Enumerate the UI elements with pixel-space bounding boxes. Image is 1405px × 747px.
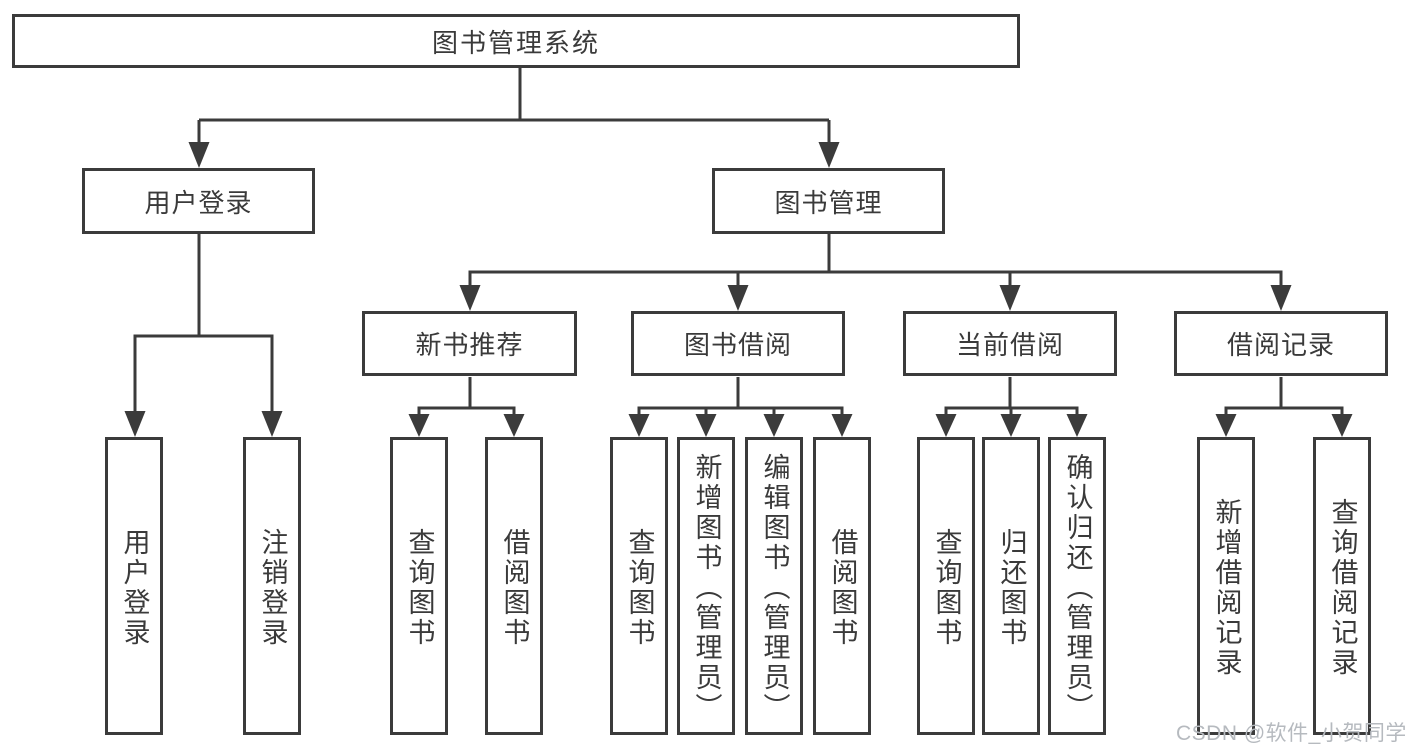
leaf-query-books-current: 查询图书 [917,437,975,735]
node-library-management-system: 图书管理系统 [12,14,1020,68]
leaf-borrow-books-borrowing-label: 借阅图书 [827,527,858,648]
leaf-query-borrow-record-label: 查询借阅记录 [1327,497,1358,678]
arrowhead-icon [818,142,840,168]
node-book-management: 图书管理 [712,168,945,234]
leaf-query-borrow-record: 查询借阅记录 [1313,437,1371,735]
leaf-add-book-admin-label: 新增图书（管理员） [691,452,722,723]
leaf-user-login: 用户登录 [105,437,163,735]
leaf-query-books-recommend-label: 查询图书 [404,527,435,648]
leaf-confirm-return-admin-label: 确认归还（管理员） [1062,452,1093,723]
arrowhead-icon [459,285,481,311]
arrowhead-icon [1270,285,1292,311]
leaf-borrow-books-recommend: 借阅图书 [485,437,543,735]
leaf-query-books-current-label: 查询图书 [931,527,962,648]
leaf-borrow-books-borrowing: 借阅图书 [813,437,871,735]
arrowhead-icon [261,411,283,437]
arrowhead-icon [503,414,525,437]
arrowhead-icon [1000,414,1022,437]
leaf-borrow-books-recommend-label: 借阅图书 [499,527,530,648]
leaf-query-books-borrowing-label: 查询图书 [624,527,655,648]
arrowhead-icon [124,411,146,437]
node-book-borrowing: 图书借阅 [631,311,845,376]
leaf-add-borrow-record: 新增借阅记录 [1197,437,1255,735]
arrowhead-icon [763,414,785,437]
arrowhead-icon [628,414,650,437]
leaf-query-books-borrowing: 查询图书 [610,437,668,735]
leaf-edit-book-admin-label: 编辑图书（管理员） [759,452,790,723]
leaf-logout: 注销登录 [243,437,301,735]
arrowhead-icon [831,414,853,437]
node-new-book-recommendation: 新书推荐 [362,311,577,376]
leaf-query-books-recommend: 查询图书 [390,437,448,735]
arrowhead-icon [727,285,749,311]
arrowhead-icon [1331,414,1353,437]
arrowhead-icon [935,414,957,437]
leaf-return-book-label: 归还图书 [996,527,1027,648]
arrowhead-icon [1215,414,1237,437]
leaf-user-login-label: 用户登录 [119,527,150,648]
leaf-add-book-admin: 新增图书（管理员） [677,437,735,735]
leaf-logout-label: 注销登录 [257,527,288,648]
leaf-confirm-return-admin: 确认归还（管理员） [1048,437,1106,735]
leaf-add-borrow-record-label: 新增借阅记录 [1211,497,1242,678]
arrowhead-icon [999,285,1021,311]
arrowhead-icon [188,142,210,168]
node-user-login: 用户登录 [82,168,315,234]
arrowhead-icon [408,414,430,437]
leaf-return-book: 归还图书 [982,437,1040,735]
arrowhead-icon [1066,414,1088,437]
arrowhead-icon [695,414,717,437]
watermark-text: CSDN @软件_小贺同学 [1176,722,1405,745]
leaf-edit-book-admin: 编辑图书（管理员） [745,437,803,735]
node-borrowing-records: 借阅记录 [1174,311,1388,376]
node-current-borrowing: 当前借阅 [903,311,1117,376]
